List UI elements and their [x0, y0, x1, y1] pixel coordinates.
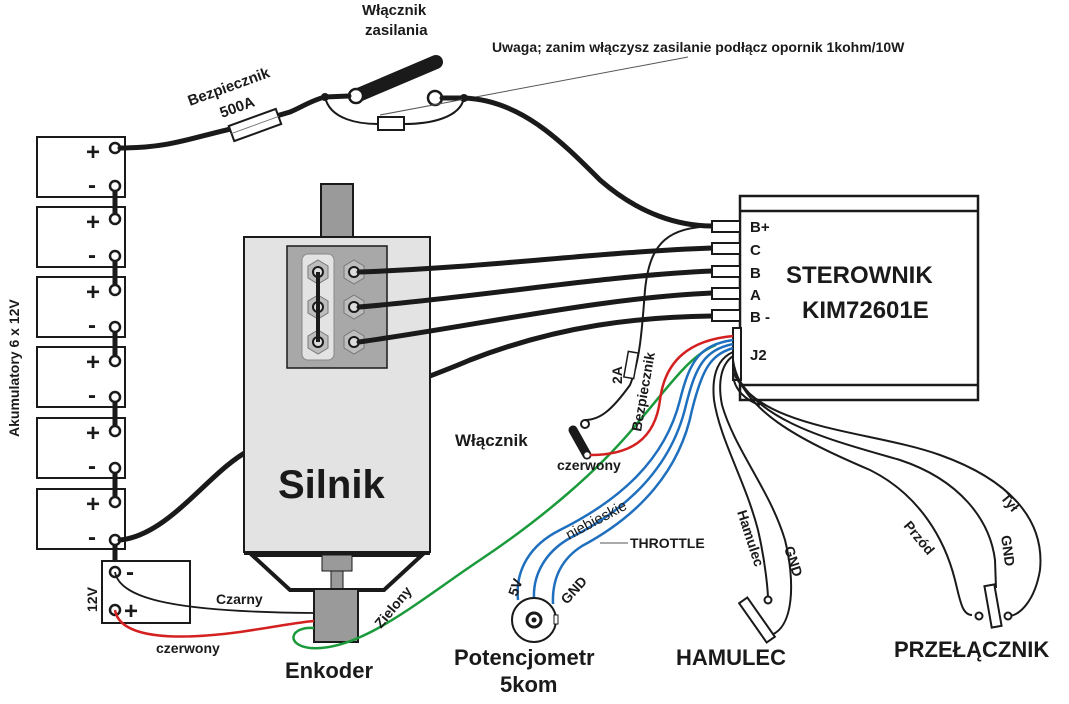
battery-plus-symbol: +: [86, 420, 100, 447]
direction-selector-lever: [983, 583, 1003, 629]
encoder-wire-green: [292, 343, 717, 650]
potentiometer-value: 5kom: [500, 672, 557, 697]
throttle-wire-gnd: [551, 346, 734, 605]
j2-harness: [732, 375, 761, 406]
aux-battery-label: 12V: [84, 586, 100, 612]
brake-switch: [737, 596, 777, 644]
aux-battery: - + 12V: [84, 559, 191, 625]
throttle-callout: THROTTLE: [630, 535, 705, 551]
motor-top-shaft: [320, 183, 354, 240]
power-switch-label-line1: Włącznik: [362, 2, 427, 19]
battery-terminals: [108, 141, 122, 547]
controller-model: KIM72601E: [802, 297, 929, 324]
direction-reverse-label: Tył: [998, 490, 1023, 515]
battery-plus-symbol: +: [86, 279, 100, 306]
brake-wire-signal: [712, 351, 769, 601]
phase-wires: [356, 245, 715, 345]
controller-title: STEROWNIK: [786, 262, 933, 289]
direction-wire-gnd: [732, 365, 997, 589]
battery-minus-symbol: -: [88, 382, 96, 409]
throttle-circuit: niebieskie THROTTLE 5V GND Potencjometr …: [454, 338, 734, 697]
power-switch: [321, 55, 468, 131]
brake-wire-label: Hamulec: [734, 508, 767, 569]
battery-minus-symbol: -: [88, 312, 96, 339]
power-switch-label-line2: zasilania: [365, 22, 428, 39]
bypass-resistor: [377, 116, 405, 131]
throttle-pin-gnd: GND: [557, 573, 590, 607]
key-fuse: [622, 350, 640, 380]
key-switch-circuit: Włącznik czerwony 2A Bezpiecznik: [455, 225, 734, 473]
encoder-wire-black: [114, 571, 315, 614]
potentiometer-label: Potencjometr: [454, 645, 595, 670]
motor-label: Silnik: [278, 463, 385, 507]
pin-label-b-minus: B -: [750, 309, 770, 326]
throttle-wire-signal: [532, 342, 734, 599]
battery-minus-symbol: -: [88, 524, 96, 551]
battery-pack: + - + - + - + - + - + -: [6, 136, 126, 575]
pin-label-c: C: [750, 242, 761, 259]
key-fuse-rating: 2A: [609, 366, 625, 384]
aux-minus-symbol: -: [126, 559, 134, 586]
direction-gnd-label: GND: [998, 534, 1018, 567]
note-leader-line: [379, 56, 689, 116]
direction-switch-label: PRZEŁĄCZNIK: [894, 637, 1049, 662]
pin-label-b: B: [750, 265, 761, 282]
power-pins: [711, 220, 741, 322]
key-switch-wire-red: [589, 334, 734, 457]
battery-plus-symbol: +: [86, 491, 100, 518]
main-fuse: [227, 107, 283, 143]
direction-forward-label: Przód: [901, 518, 938, 558]
battery-plus-symbol: +: [86, 349, 100, 376]
direction-wire-forward: [732, 359, 973, 616]
brake-wire-gnd: [719, 355, 793, 637]
throttle-pin-5v: 5V: [505, 576, 526, 598]
controller: B+ C B A B - J2 STEROWNIK KIM72601E: [711, 194, 980, 402]
battery-minus-symbol: -: [88, 453, 96, 480]
battery-minus-symbol: -: [88, 172, 96, 199]
encoder-body: [313, 588, 359, 643]
battery-plus-symbol: +: [86, 139, 100, 166]
encoder-wire-red-label: czerwony: [156, 640, 220, 656]
potentiometer: [511, 597, 559, 643]
battery-pack-label: Akumulatory 6 x 12V: [6, 299, 22, 437]
brake-gnd-label: GND: [781, 544, 806, 579]
motor: Silnik: [243, 183, 431, 592]
direction-wire-reverse: [732, 371, 1042, 617]
pin-label-b-plus: B+: [750, 219, 770, 236]
resistor-warning-note: Uwaga; zanim włączysz zasilanie podłącz …: [492, 39, 905, 55]
brake-label: HAMULEC: [676, 645, 786, 670]
key-switch-wire: [584, 225, 713, 421]
j2-label: J2: [750, 347, 767, 364]
direction-switch-circuit: Przód GND Tył PRZEŁĄCZNIK: [732, 359, 1049, 662]
aux-plus-symbol: +: [124, 598, 138, 625]
battery-minus-symbol: -: [88, 242, 96, 269]
key-switch-lever: [568, 425, 592, 460]
encoder-label: Enkoder: [285, 658, 373, 683]
encoder-wire-black-label: Czarny: [216, 591, 263, 607]
key-switch-wire-label: czerwony: [557, 457, 621, 473]
battery-plus-symbol: +: [86, 209, 100, 236]
throttle-wire-5v: [516, 338, 734, 601]
key-switch-label: Włącznik: [455, 431, 528, 450]
encoder-wire-red: [113, 609, 315, 638]
pin-label-a: A: [750, 287, 761, 304]
